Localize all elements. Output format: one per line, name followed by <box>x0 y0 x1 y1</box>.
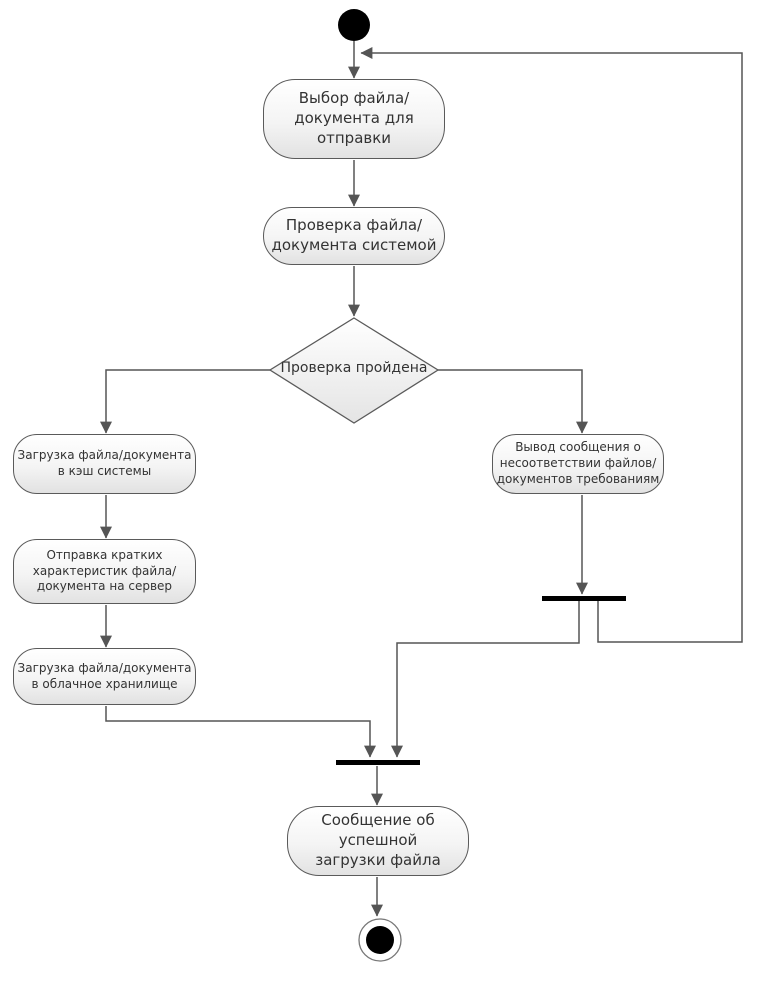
node-mismatch-message: Вывод сообщения о несоответствии файлов/… <box>492 434 664 494</box>
node-success-message: Сообщение об успешной загрузки файла <box>287 806 469 876</box>
edge-decision-to-mismatch <box>438 369 588 434</box>
edge-cloud-to-join <box>105 706 376 758</box>
node-check-file: Проверка файла/ документа системой <box>263 207 445 265</box>
decision-diamond <box>268 317 440 424</box>
node-select-file: Выбор файла/ документа для отправки <box>263 79 445 159</box>
node-send-info: Отправка кратких характеристик файла/ до… <box>13 539 196 604</box>
join-bar <box>336 760 420 765</box>
start-node <box>338 9 370 41</box>
edge-fork-to-join <box>391 601 580 758</box>
node-upload-cloud: Загрузка файла/документа в облачное хран… <box>13 648 196 705</box>
end-node-dot <box>366 926 394 954</box>
edge-decision-to-cache <box>100 369 270 434</box>
node-upload-cache: Загрузка файла/документа в кэш системы <box>13 434 196 494</box>
edge-fork-loop-back <box>360 47 743 643</box>
fork-bar <box>542 596 626 601</box>
decision-label: Проверка пройдена <box>280 360 428 376</box>
